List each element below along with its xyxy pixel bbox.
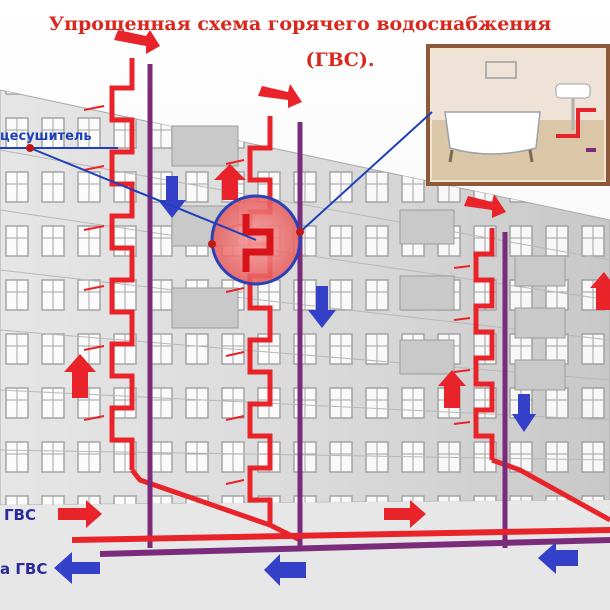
title-line-2: (ГВС). (306, 49, 375, 71)
bathtub-icon (444, 111, 541, 163)
inset-pipes (556, 108, 596, 152)
supply-main (71, 527, 610, 543)
bathroom-inset (426, 44, 610, 186)
return-main (99, 537, 610, 557)
towel-dryer-callout: цесушитель (0, 129, 118, 152)
return-risers (147, 64, 508, 548)
return-label: а ГВС (0, 560, 47, 578)
title-line-1: Упрощенная схема горячего водоснабжения (49, 13, 552, 35)
arrow-right-red-icon (58, 30, 610, 528)
arrow-left-blue-icon (54, 176, 578, 586)
magnifier-circle-icon (29, 111, 433, 286)
towel-dryer-label: цесушитель (0, 129, 92, 144)
supply-risers (109, 58, 610, 543)
supply-label: ГВС (4, 506, 36, 524)
towel-rail-icon (485, 61, 517, 79)
sink-icon (555, 83, 591, 130)
